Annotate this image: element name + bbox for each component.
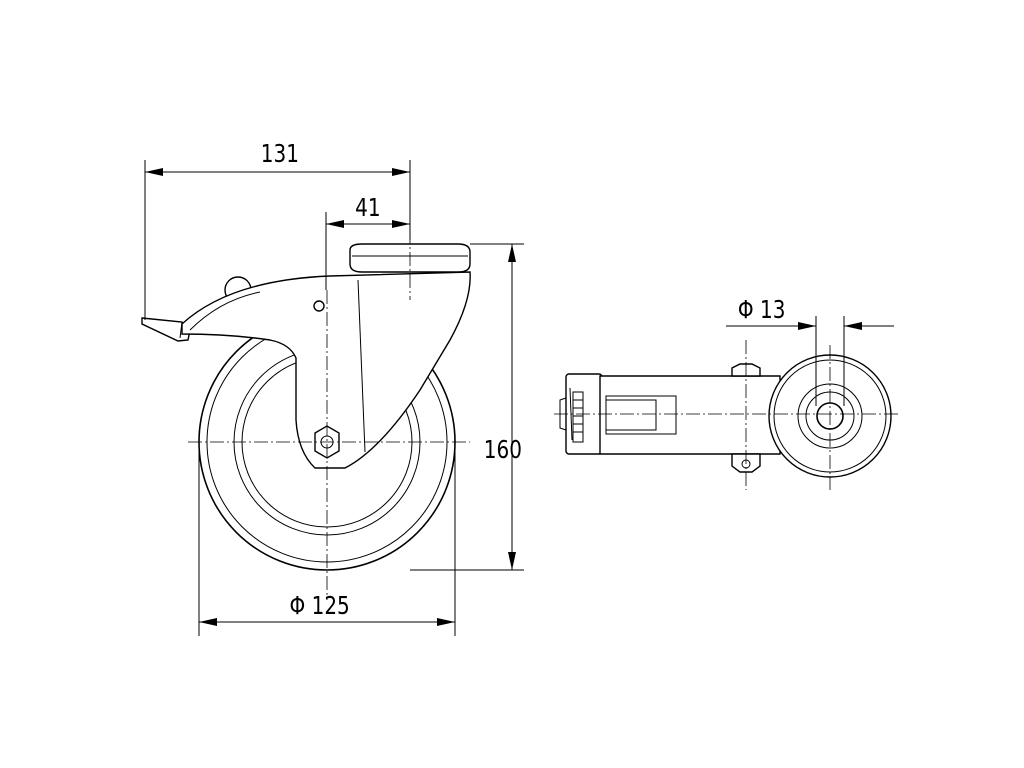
side-view: 131 41 160 Φ 125	[141, 140, 524, 636]
dimension-41-label: 41	[355, 194, 380, 223]
dimension-160-label: 160	[484, 436, 522, 465]
rivet	[313, 300, 325, 312]
top-fork-body	[599, 375, 781, 455]
dimension-125: Φ 125	[198, 442, 456, 636]
dimension-41: 41	[325, 194, 410, 290]
dimension-13-label: Φ 13	[738, 296, 786, 325]
dimension-125-label: Φ 125	[290, 592, 350, 621]
dimension-13: Φ 13	[726, 296, 894, 406]
dimension-160: 160	[410, 243, 524, 571]
fork-housing	[181, 271, 471, 469]
top-view: Φ 13	[554, 296, 900, 490]
dimension-131-label: 131	[261, 140, 299, 169]
dimension-131: 131	[144, 140, 411, 320]
